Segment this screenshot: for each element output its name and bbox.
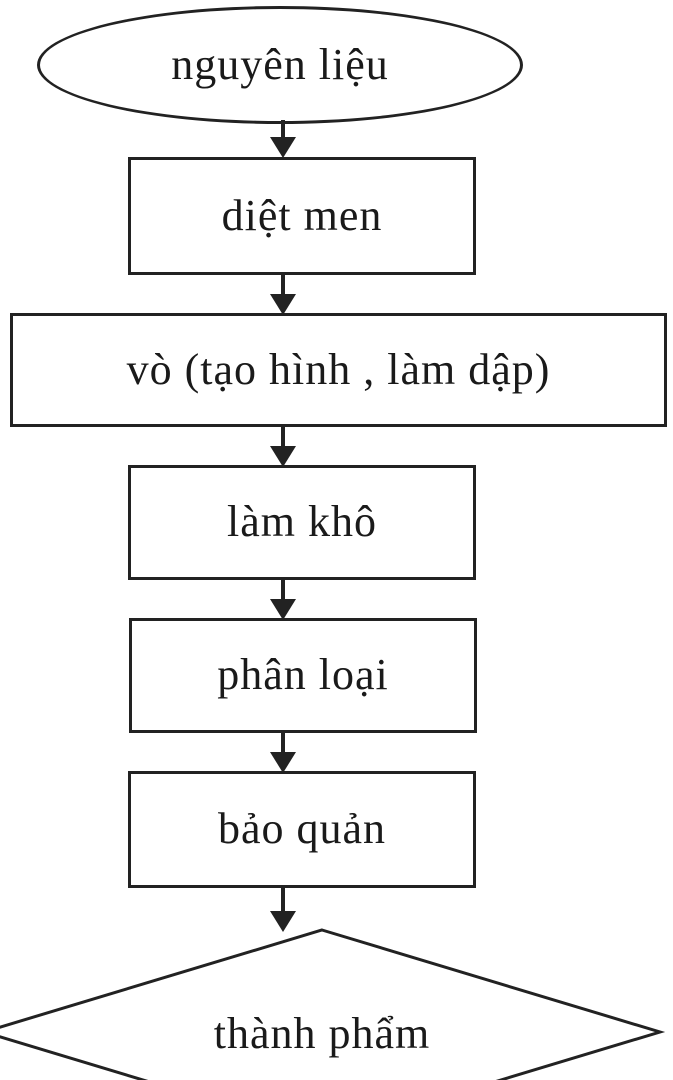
flow-node-step-5-label: bảo quản [217,804,387,854]
flow-node-step-3: làm khô [128,465,476,580]
flow-node-step-5: bảo quản [128,771,476,888]
arrow-stem [281,886,285,911]
arrow-head [270,752,296,773]
edge-arrow-down-icon-4 [270,578,296,620]
edge-arrow-down-icon-3 [270,425,296,467]
arrow-stem [281,120,285,137]
edge-arrow-down-icon-6 [270,886,296,932]
edge-arrow-down-icon-2 [270,273,296,315]
arrow-stem [281,578,285,599]
flow-node-end-diamond-shape [0,928,666,1080]
arrow-head [270,137,296,158]
arrow-head [270,294,296,315]
flow-node-start-label: nguyên liệu [171,39,389,89]
arrow-stem [281,731,285,752]
diamond-outline [0,928,666,1080]
flow-node-step-1: diệt men [128,157,476,275]
edge-arrow-down-icon-5 [270,731,296,773]
flow-node-start: nguyên liệu [37,6,523,124]
flow-node-step-4-label: phân loại [217,650,389,700]
flow-node-step-2: vò (tạo hình , làm dập) [10,313,667,427]
flow-node-step-3-label: làm khô [227,497,377,547]
arrow-head [270,446,296,467]
arrow-head [270,599,296,620]
edge-arrow-down-icon-1 [270,120,296,158]
flow-node-step-1-label: diệt men [221,190,383,240]
arrow-stem [281,425,285,446]
flow-node-end-label: thành phẩm [213,1009,431,1058]
flow-node-step-2-label: vò (tạo hình , làm dập) [126,344,551,394]
arrow-head [270,911,296,932]
flow-node-step-4: phân loại [129,618,477,733]
arrow-stem [281,273,285,294]
